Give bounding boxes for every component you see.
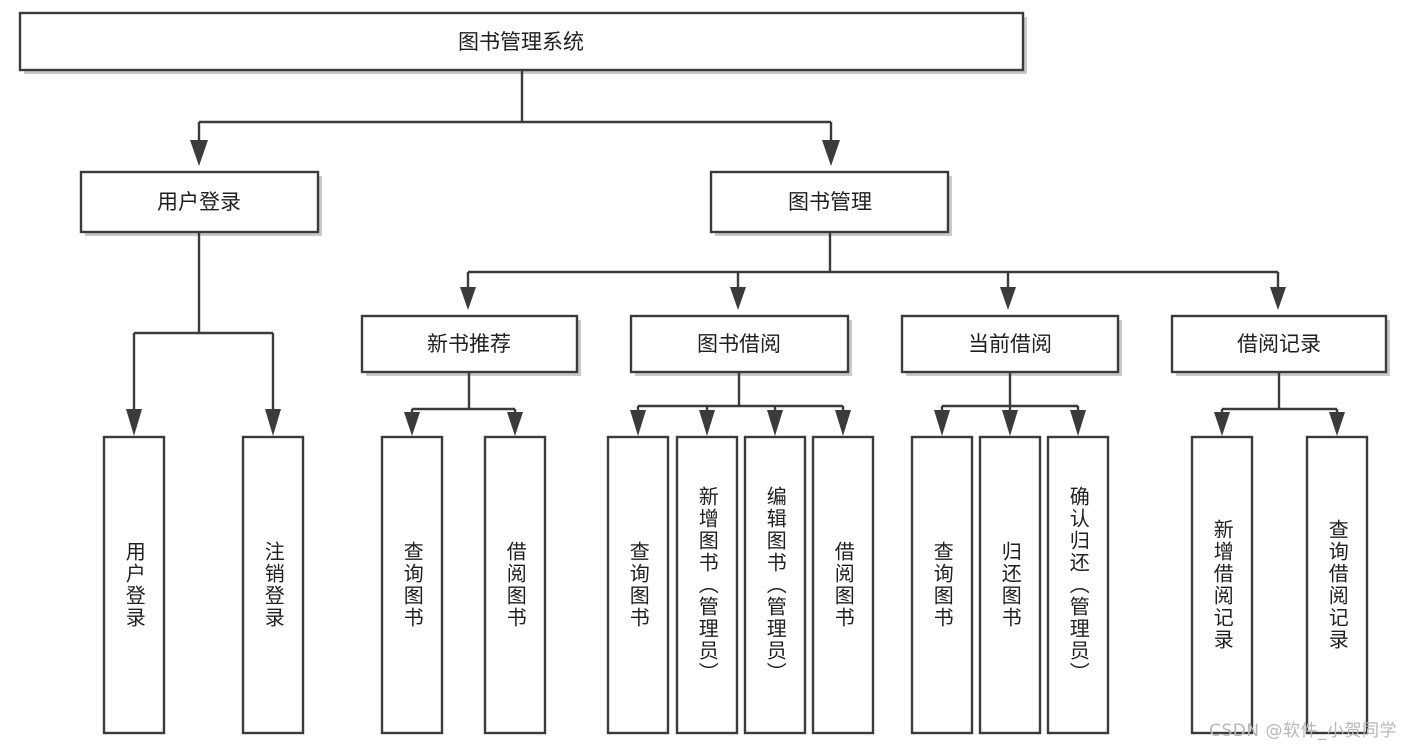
leaf-query-book-3-box[interactable] <box>910 435 974 735</box>
book-management-to-level3-connectors <box>460 232 1286 310</box>
node-user-login-group[interactable]: 用户登录 <box>79 170 322 236</box>
node-current-borrow-group[interactable]: 当前借阅 <box>900 314 1122 376</box>
csdn-watermark: CSDN @软件_小贺同学 <box>1209 721 1397 741</box>
leaf-borrow-book-1-box[interactable] <box>483 435 547 735</box>
arrow-borrowrecord-leaf2 <box>1329 412 1345 436</box>
arrow-newbook-leaf1 <box>404 412 420 436</box>
arrow-to-book-management <box>822 140 840 166</box>
root-to-level2-connectors <box>190 70 840 166</box>
book-borrow-leaf-connectors <box>630 372 851 436</box>
leaf-return-book-box[interactable] <box>978 435 1042 735</box>
root-node-group[interactable]: 图书管理系统 <box>18 11 1027 74</box>
node-current-borrow-box[interactable] <box>900 314 1120 374</box>
node-book-borrow-group[interactable]: 图书借阅 <box>629 314 852 376</box>
arrow-borrowrecord-leaf1 <box>1214 412 1230 436</box>
node-borrow-record-label: 借阅记录 <box>1237 332 1321 356</box>
node-user-login-box[interactable] <box>79 170 320 234</box>
arrow-bookborrow-leaf1 <box>630 410 646 436</box>
arrow-userlogin-leaf2 <box>265 409 281 436</box>
arrow-to-borrow-record <box>1270 287 1286 310</box>
leaf-boxes-group <box>102 435 1369 735</box>
leaf-add-book-admin-box[interactable] <box>675 435 739 735</box>
arrow-to-new-book <box>460 287 476 310</box>
node-book-management-group[interactable]: 图书管理 <box>709 170 952 236</box>
arrow-bookborrow-leaf3 <box>767 410 783 436</box>
arrow-bookborrow-leaf4 <box>835 410 851 436</box>
node-borrow-record-group[interactable]: 借阅记录 <box>1170 314 1390 376</box>
leaf-borrow-book-2-box[interactable] <box>811 435 875 735</box>
node-book-management-label: 图书管理 <box>788 190 872 214</box>
node-book-management-box[interactable] <box>709 170 950 234</box>
user-login-leaf-connectors <box>126 232 281 436</box>
node-borrow-record-box[interactable] <box>1170 314 1388 374</box>
leaf-logout-box[interactable] <box>241 435 305 735</box>
node-new-book-recommend-label: 新书推荐 <box>427 332 511 356</box>
node-book-borrow-label: 图书借阅 <box>697 332 781 356</box>
leaf-user-login-box[interactable] <box>102 435 166 735</box>
node-user-login-label: 用户登录 <box>157 190 241 214</box>
arrow-to-user-login <box>190 140 208 166</box>
arrow-to-current-borrow <box>1000 287 1016 310</box>
root-node-box[interactable] <box>18 11 1025 72</box>
new-book-leaf-connectors <box>404 372 523 436</box>
current-borrow-leaf-connectors <box>934 372 1086 436</box>
node-current-borrow-label: 当前借阅 <box>968 332 1052 356</box>
arrow-to-book-borrow <box>730 287 746 310</box>
arrow-currentborrow-leaf2 <box>1002 410 1018 436</box>
borrow-record-leaf-connectors <box>1214 372 1345 436</box>
leaf-edit-book-admin-box[interactable] <box>743 435 807 735</box>
node-new-book-recommend-box[interactable] <box>360 314 579 374</box>
arrow-bookborrow-leaf2 <box>699 410 715 436</box>
arrow-newbook-leaf2 <box>507 412 523 436</box>
leaf-confirm-return-admin-box[interactable] <box>1046 435 1110 735</box>
leaf-add-borrow-record-box[interactable] <box>1190 435 1254 735</box>
leaf-query-borrow-record-box[interactable] <box>1305 435 1369 735</box>
arrow-currentborrow-leaf1 <box>934 410 950 436</box>
arrow-userlogin-leaf1 <box>126 409 142 436</box>
node-new-book-recommend-group[interactable]: 新书推荐 <box>360 314 581 376</box>
leaf-query-book-2-box[interactable] <box>606 435 670 735</box>
root-node-label: 图书管理系统 <box>458 30 584 54</box>
leaf-query-book-1-box[interactable] <box>380 435 444 735</box>
arrow-currentborrow-leaf3 <box>1070 410 1086 436</box>
